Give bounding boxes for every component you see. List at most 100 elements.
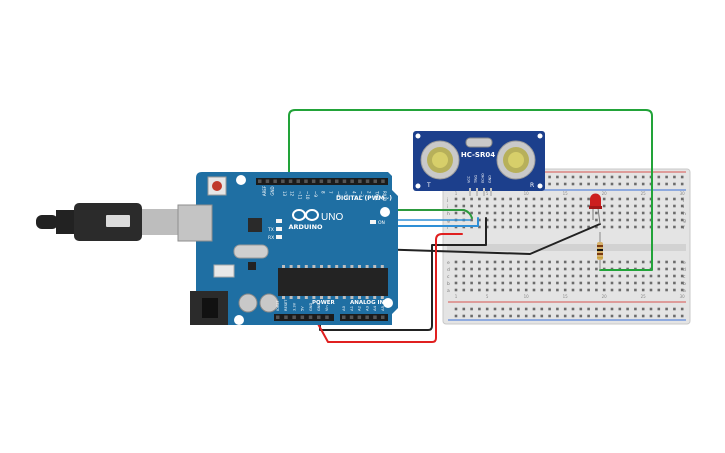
breadboard-hole[interactable] (673, 288, 676, 292)
header-pin[interactable] (373, 179, 378, 184)
breadboard-hole[interactable] (501, 267, 505, 271)
breadboard-hole[interactable] (587, 211, 590, 215)
breadboard-hole[interactable] (587, 175, 590, 179)
breadboard-hole[interactable] (509, 260, 512, 264)
breadboard-hole[interactable] (517, 281, 520, 285)
breadboard-hole[interactable] (478, 197, 481, 201)
breadboard-hole[interactable] (485, 225, 489, 229)
header-pin[interactable] (342, 179, 347, 184)
breadboard-hole[interactable] (509, 218, 512, 222)
breadboard-hole[interactable] (595, 182, 598, 186)
breadboard-hole[interactable] (579, 314, 583, 318)
breadboard-hole[interactable] (571, 288, 575, 292)
breadboard-hole[interactable] (579, 197, 583, 201)
header-pin[interactable] (258, 179, 262, 184)
breadboard-hole[interactable] (548, 281, 551, 285)
breadboard-hole[interactable] (563, 175, 567, 179)
sensor-pin[interactable] (490, 188, 492, 196)
breadboard-hole[interactable] (665, 204, 668, 208)
breadboard-hole[interactable] (673, 225, 676, 229)
breadboard-hole[interactable] (571, 204, 575, 208)
breadboard-hole[interactable] (657, 182, 661, 186)
breadboard-hole[interactable] (579, 281, 583, 285)
breadboard-hole[interactable] (524, 288, 528, 292)
breadboard-hole[interactable] (501, 218, 505, 222)
breadboard-hole[interactable] (548, 175, 551, 179)
breadboard-hole[interactable] (587, 204, 590, 208)
breadboard-hole[interactable] (641, 260, 645, 264)
red-led[interactable] (589, 193, 602, 225)
breadboard-hole[interactable] (634, 182, 637, 186)
breadboard-hole[interactable] (470, 314, 473, 318)
breadboard-hole[interactable] (610, 225, 614, 229)
breadboard-hole[interactable] (493, 274, 497, 278)
header-pin[interactable] (317, 315, 321, 320)
breadboard-hole[interactable] (634, 281, 637, 285)
breadboard-hole[interactable] (634, 197, 637, 201)
breadboard-hole[interactable] (649, 281, 653, 285)
breadboard-hole[interactable] (509, 274, 512, 278)
breadboard-hole[interactable] (626, 225, 629, 229)
breadboard-hole[interactable] (579, 175, 583, 179)
breadboard-hole[interactable] (626, 274, 629, 278)
breadboard-hole[interactable] (540, 197, 544, 201)
breadboard-hole[interactable] (548, 218, 551, 222)
breadboard-hole[interactable] (485, 260, 489, 264)
breadboard-hole[interactable] (657, 211, 661, 215)
breadboard-hole[interactable] (626, 288, 629, 292)
breadboard-hole[interactable] (680, 307, 684, 311)
header-pin[interactable] (358, 179, 362, 184)
breadboard-hole[interactable] (657, 175, 661, 179)
breadboard-hole[interactable] (454, 197, 458, 201)
breadboard-hole[interactable] (462, 274, 466, 278)
breadboard-hole[interactable] (626, 204, 629, 208)
breadboard-hole[interactable] (602, 211, 606, 215)
breadboard-hole[interactable] (602, 204, 606, 208)
breadboard-hole[interactable] (571, 218, 575, 222)
breadboard-hole[interactable] (524, 307, 528, 311)
breadboard-hole[interactable] (673, 260, 676, 264)
breadboard-hole[interactable] (556, 274, 559, 278)
breadboard-hole[interactable] (524, 211, 528, 215)
breadboard-hole[interactable] (563, 281, 567, 285)
breadboard-hole[interactable] (587, 218, 590, 222)
breadboard-hole[interactable] (548, 288, 551, 292)
breadboard-hole[interactable] (626, 175, 629, 179)
header-pin[interactable] (308, 315, 313, 320)
breadboard-hole[interactable] (579, 218, 583, 222)
breadboard-hole[interactable] (548, 197, 551, 201)
breadboard-hole[interactable] (657, 288, 661, 292)
breadboard-hole[interactable] (673, 281, 676, 285)
breadboard-hole[interactable] (680, 182, 684, 186)
breadboard-hole[interactable] (634, 175, 637, 179)
breadboard-hole[interactable] (470, 274, 473, 278)
breadboard-hole[interactable] (626, 211, 629, 215)
breadboard-hole[interactable] (602, 314, 606, 318)
breadboard-hole[interactable] (470, 267, 473, 271)
header-pin[interactable] (381, 315, 385, 320)
breadboard-hole[interactable] (571, 267, 575, 271)
breadboard-hole[interactable] (524, 218, 528, 222)
breadboard-hole[interactable] (509, 197, 512, 201)
breadboard-hole[interactable] (454, 204, 458, 208)
breadboard-hole[interactable] (556, 182, 559, 186)
breadboard-hole[interactable] (587, 307, 590, 311)
wire-trig[interactable] (288, 109, 653, 271)
breadboard-hole[interactable] (563, 274, 567, 278)
breadboard-hole[interactable] (595, 281, 598, 285)
breadboard-hole[interactable] (524, 281, 528, 285)
breadboard-hole[interactable] (493, 267, 497, 271)
header-pin[interactable] (342, 315, 346, 320)
breadboard-hole[interactable] (517, 314, 520, 318)
breadboard-hole[interactable] (610, 307, 614, 311)
breadboard-hole[interactable] (610, 218, 614, 222)
breadboard-hole[interactable] (462, 197, 466, 201)
breadboard-hole[interactable] (462, 260, 466, 264)
breadboard-hole[interactable] (680, 274, 684, 278)
breadboard-hole[interactable] (610, 182, 614, 186)
breadboard-hole[interactable] (524, 267, 528, 271)
breadboard-hole[interactable] (501, 314, 505, 318)
breadboard-hole[interactable] (556, 281, 559, 285)
header-pin[interactable] (292, 315, 296, 320)
breadboard-hole[interactable] (626, 260, 629, 264)
